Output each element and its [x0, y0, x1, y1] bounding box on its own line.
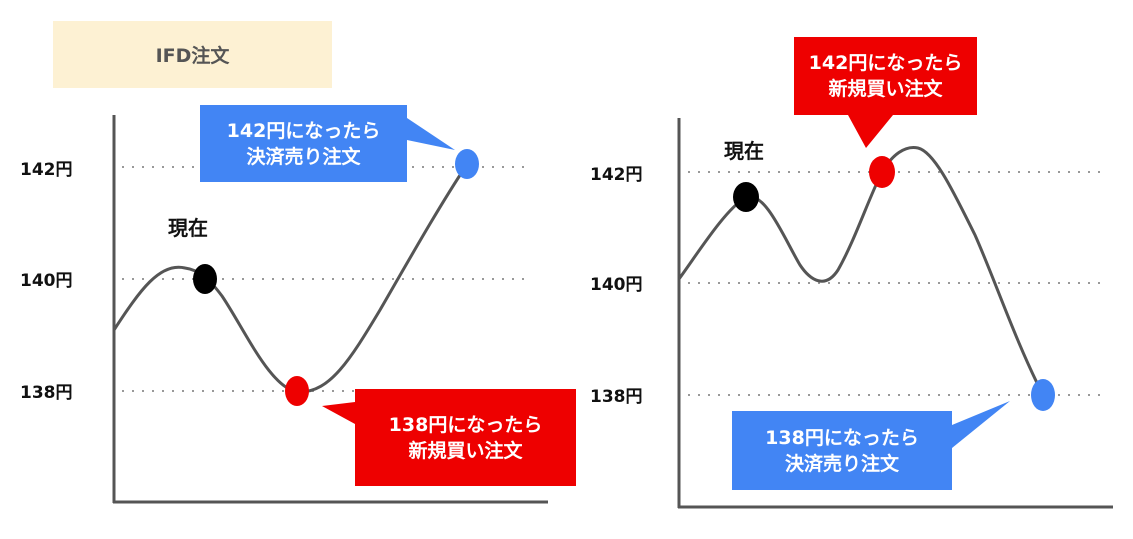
right-buy-callout-line1: 142円になったら	[808, 52, 963, 74]
left-buy-dot	[285, 376, 309, 406]
right-sell-callout-bubble	[732, 401, 1010, 490]
right-chart	[677, 37, 1113, 509]
diagram-title: IFD注文	[53, 21, 332, 88]
right-buy-callout: 142円になったら 新規買い注文	[794, 37, 977, 115]
right-sell-dot	[1031, 379, 1055, 411]
left-y-label-138: 138円	[20, 383, 73, 403]
left-buy-callout-line2: 新規買い注文	[408, 439, 523, 462]
right-sell-callout: 138円になったら 決済売り注文	[732, 411, 952, 490]
left-current-dot	[193, 264, 217, 294]
right-buy-callout-line2: 新規買い注文	[828, 78, 943, 100]
left-chart	[112, 105, 576, 504]
right-y-label-142: 142円	[590, 165, 643, 185]
left-y-label-140: 140円	[20, 271, 73, 291]
left-sell-callout-line1: 142円になったら	[226, 119, 381, 142]
right-buy-callout-bubble	[794, 37, 977, 148]
right-current-dot	[733, 182, 759, 212]
right-y-label-140: 140円	[590, 275, 643, 295]
left-buy-callout: 138円になったら 新規買い注文	[355, 389, 576, 486]
right-price-line	[677, 145, 1045, 396]
left-buy-callout-bubble	[322, 389, 576, 486]
left-buy-callout-line1: 138円になったら	[388, 413, 543, 436]
left-price-line	[112, 165, 468, 394]
left-sell-callout-bubble	[200, 105, 455, 182]
right-current-label: 現在	[724, 139, 764, 163]
left-sell-dot	[455, 149, 479, 179]
left-sell-callout-line2: 決済売り注文	[246, 145, 361, 168]
right-y-label-138: 138円	[590, 387, 643, 407]
right-sell-callout-line1: 138円になったら	[765, 426, 919, 449]
left-sell-callout: 142円になったら 決済売り注文	[200, 105, 407, 182]
left-current-label: 現在	[168, 216, 208, 240]
right-sell-callout-line2: 決済売り注文	[784, 452, 899, 475]
right-buy-dot	[869, 156, 895, 188]
left-y-label-142: 142円	[20, 160, 73, 180]
